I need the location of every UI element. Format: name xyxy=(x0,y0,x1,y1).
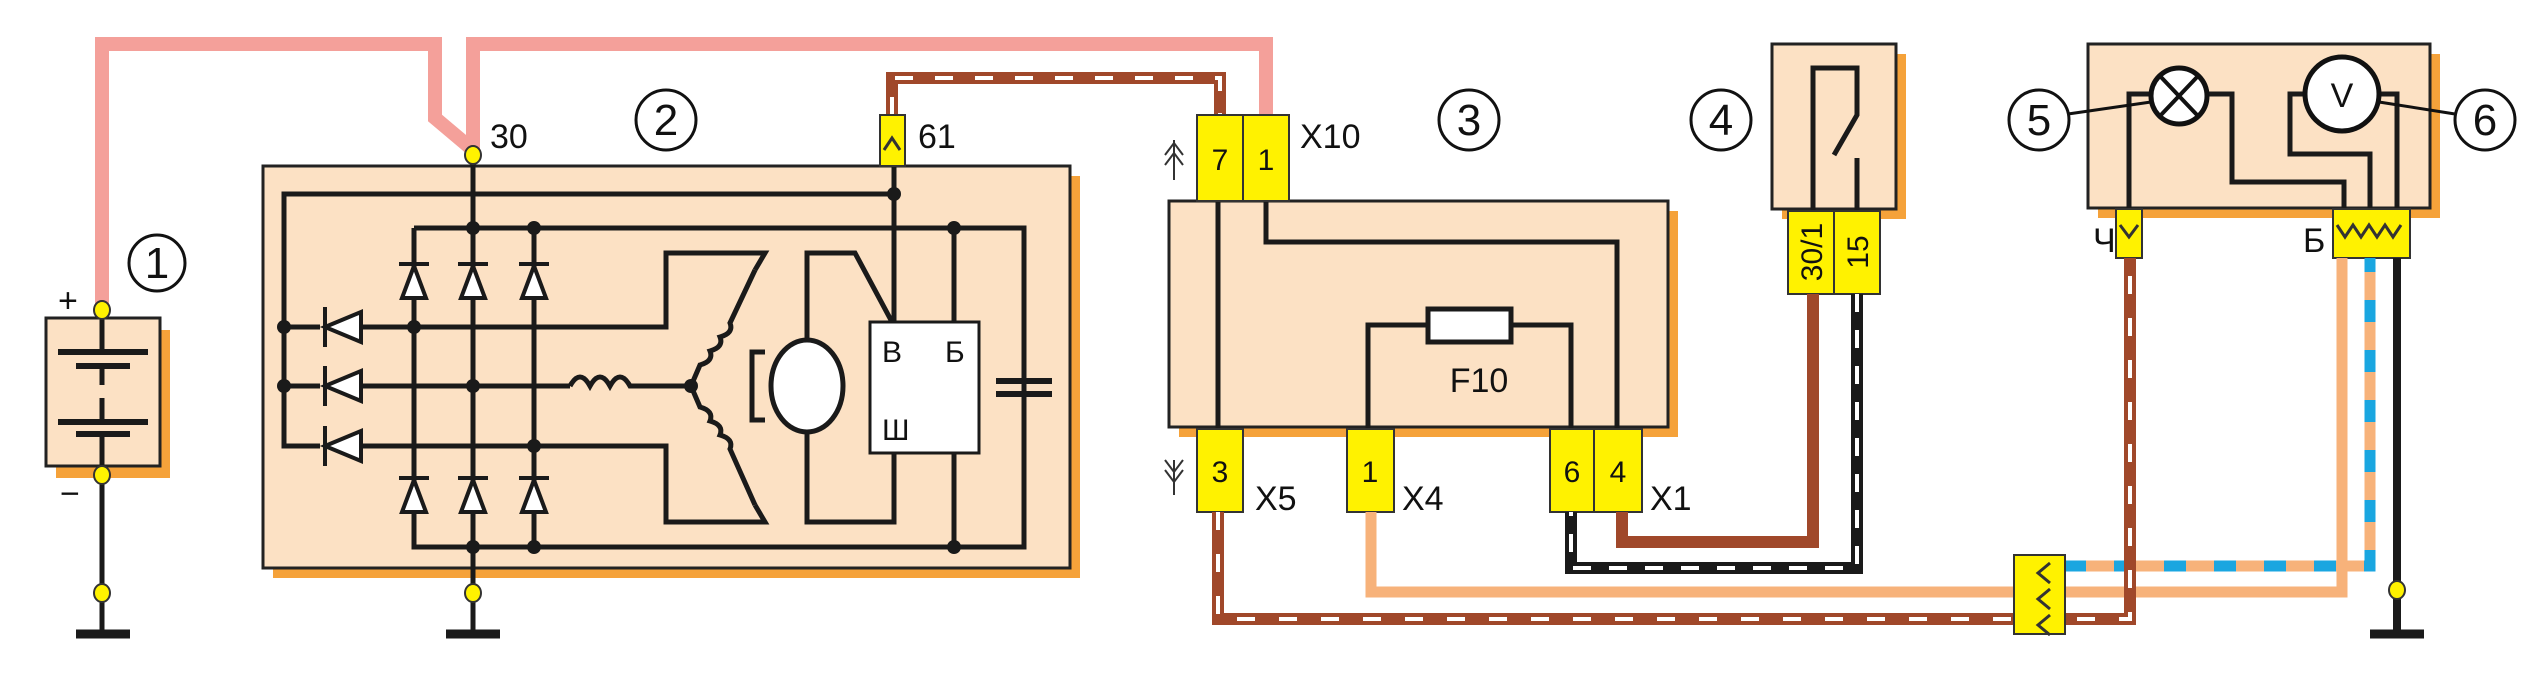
callout-6: 6 xyxy=(2473,96,2497,145)
svg-text:6: 6 xyxy=(1564,456,1581,489)
callout-1: 1 xyxy=(145,239,169,288)
connector-x5-pin-3 xyxy=(1196,428,1244,513)
regulator-pin-b: Б xyxy=(945,336,965,369)
svg-text:4: 4 xyxy=(1610,456,1627,489)
svg-text:15: 15 xyxy=(1842,235,1875,268)
connector-15 xyxy=(1833,210,1881,295)
callout-circle xyxy=(127,233,187,293)
terminal-30 xyxy=(464,145,482,165)
regulator-pin-sh: Ш xyxy=(882,414,910,447)
diode-icons xyxy=(319,260,549,514)
x10-label: X10 xyxy=(1300,118,1361,156)
pin-b-label: Б xyxy=(2303,222,2325,260)
x5-label: X5 xyxy=(1255,480,1297,518)
ignition-switch: 30/1 15 4 xyxy=(1689,42,1906,295)
instrument-cluster: V 5 6 Ч Б xyxy=(2007,42,2517,260)
regulator-pin-v: В xyxy=(882,336,902,369)
fuse-icon xyxy=(1425,306,1514,345)
pink-wire xyxy=(95,37,1273,305)
connector-ch xyxy=(2115,208,2143,259)
connector-x1-pin-4 xyxy=(1593,428,1643,513)
generator: В Б Ш 30 61 2 xyxy=(261,88,1080,639)
svg-text:1: 1 xyxy=(1258,144,1275,177)
callout-3: 3 xyxy=(1457,96,1481,145)
battery: + − 1 xyxy=(44,233,187,639)
x4-label: X4 xyxy=(1402,480,1444,518)
connector-x1-pin-6 xyxy=(1549,428,1595,513)
minus-label: − xyxy=(60,475,80,513)
plus-label: + xyxy=(58,282,78,320)
fuse-label: F10 xyxy=(1450,362,1509,400)
svg-text:7: 7 xyxy=(1212,144,1229,177)
connector-61 xyxy=(879,114,906,167)
terminal-30-label: 30 xyxy=(490,118,528,156)
plug-arrow-icon xyxy=(1164,140,1184,180)
rotor-icon xyxy=(768,337,846,435)
svg-text:1: 1 xyxy=(1362,456,1379,489)
socket-arrow-icon xyxy=(1164,459,1184,495)
connector-x4-pin-1 xyxy=(1346,428,1395,513)
connector-b xyxy=(2332,208,2411,259)
svg-text:30/1: 30/1 xyxy=(1796,223,1829,281)
callout-2: 2 xyxy=(654,96,678,145)
connector-x10-pin-1 xyxy=(1242,114,1290,202)
voltage-regulator xyxy=(868,320,981,455)
harness-wires xyxy=(1212,258,2401,632)
pin-ch-label: Ч xyxy=(2093,222,2116,260)
x1-label: X1 xyxy=(1650,480,1692,518)
mounting-block: F10 7 1 X10 3 X5 1 X4 6 4 X1 3 xyxy=(1164,88,1692,518)
voltmeter-icon xyxy=(2302,54,2382,134)
svg-text:V: V xyxy=(2331,77,2354,115)
svg-text:3: 3 xyxy=(1212,456,1229,489)
callout-4: 4 xyxy=(1709,96,1733,145)
brown-white-wire-61 xyxy=(886,72,1226,115)
connector-x10-pin-7 xyxy=(1196,114,1244,202)
harness-junction-connector xyxy=(2013,554,2066,635)
terminal-61-label: 61 xyxy=(918,118,956,156)
callout-5: 5 xyxy=(2027,96,2051,145)
